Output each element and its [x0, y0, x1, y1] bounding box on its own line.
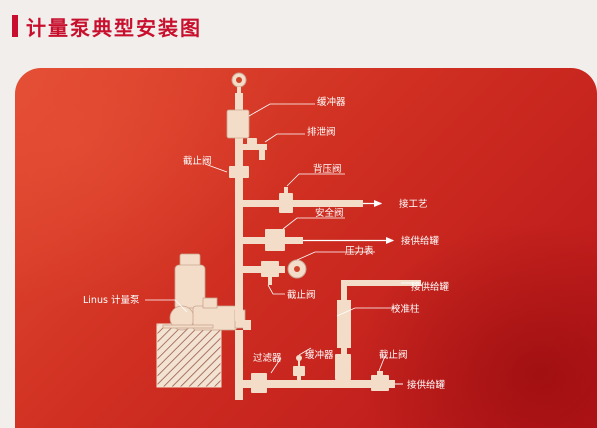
label-pressure-gauge: 压力表	[345, 245, 374, 257]
label-to-supply-tank-2: 接供给罐	[411, 281, 450, 293]
process-branch	[243, 187, 363, 213]
top-gauge-icon	[231, 72, 247, 95]
suction-pipe	[235, 354, 395, 393]
discharge-pipe	[235, 93, 251, 400]
stop-valve-top-icon	[229, 166, 249, 180]
label-back-pressure-valve: 背压阀	[313, 163, 342, 175]
label-calibration-column: 校准柱	[391, 303, 420, 315]
label-buffer-bottom: 缓冲器	[305, 349, 334, 361]
pressure-gauge-icon	[294, 266, 300, 272]
label-to-supply-tank-1: 接供给罐	[401, 235, 440, 247]
label-stop-valve-top: 截止阀	[183, 155, 212, 167]
label-filter: 过滤器	[253, 352, 282, 364]
buffer-top	[226, 109, 250, 139]
drain-valve-icon	[243, 138, 267, 160]
label-to-process: 接工艺	[399, 198, 428, 210]
leader-lines	[145, 103, 399, 374]
installation-diagram: 缓冲器 排泄阀 截止阀 背压阀 接工艺 安全阀 接供给罐 压力表 截止阀 接供给…	[83, 72, 450, 400]
label-safety-valve: 安全阀	[315, 207, 344, 219]
title-accent-bar	[12, 15, 18, 37]
safety-valve-branch	[243, 229, 303, 251]
label-to-supply-tank-3: 接供给罐	[407, 379, 446, 391]
label-drain-valve: 排泄阀	[307, 126, 336, 138]
pressure-gauge-branch	[243, 259, 307, 285]
label-stop-valve-mid: 截止阀	[287, 289, 316, 301]
metering-pump	[162, 253, 246, 331]
diagram-background	[15, 68, 597, 428]
label-pump: Linus 计量泵	[83, 294, 140, 306]
pump-foundation	[156, 323, 222, 388]
label-stop-valve-bottom: 截止阀	[379, 349, 408, 361]
label-buffer-top: 缓冲器	[317, 96, 346, 108]
page-title: 计量泵典型安装图	[26, 16, 202, 40]
